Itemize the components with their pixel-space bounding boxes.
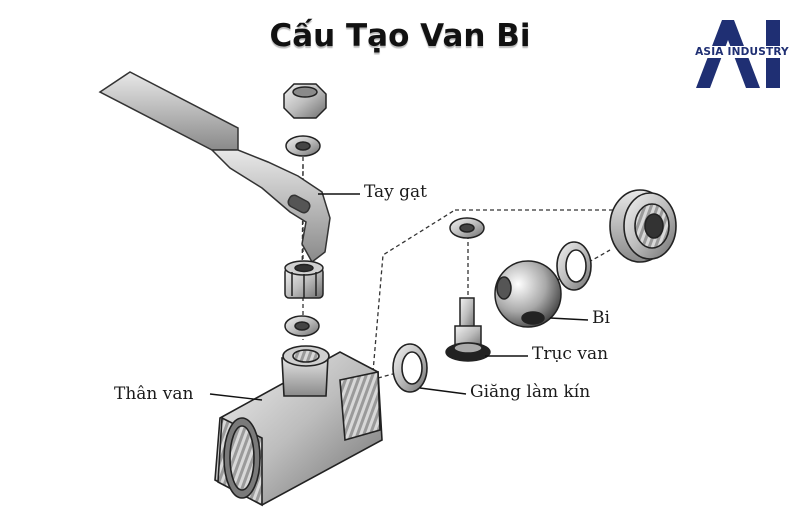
- asia-industry-logo: ASIA INDUSTRY: [688, 18, 798, 90]
- washer-top: [285, 135, 321, 157]
- washer-middle: [284, 315, 320, 337]
- valve-stem: [445, 297, 491, 362]
- seal-ring-right: [556, 241, 592, 291]
- seal-ring-left: [392, 343, 428, 393]
- page-title: Cấu Tạo Van Bi: [269, 18, 531, 54]
- logo-text: ASIA INDUSTRY: [690, 46, 794, 58]
- stem-washer: [449, 217, 485, 239]
- label-tay-gat: Tay gạt: [364, 182, 428, 202]
- handle-lever: [98, 71, 331, 264]
- packing-gland: [284, 260, 324, 299]
- ball: [494, 260, 562, 328]
- nut: [283, 83, 327, 119]
- valve-body: [214, 345, 383, 507]
- label-than-van: Thân van: [114, 384, 194, 404]
- end-cap: [609, 189, 677, 263]
- label-leader-lines: [209, 193, 589, 401]
- label-bi: Bi: [592, 308, 610, 328]
- label-giang-lam-kin: Giăng làm kín: [470, 382, 591, 402]
- label-truc-van: Trục van: [532, 344, 609, 364]
